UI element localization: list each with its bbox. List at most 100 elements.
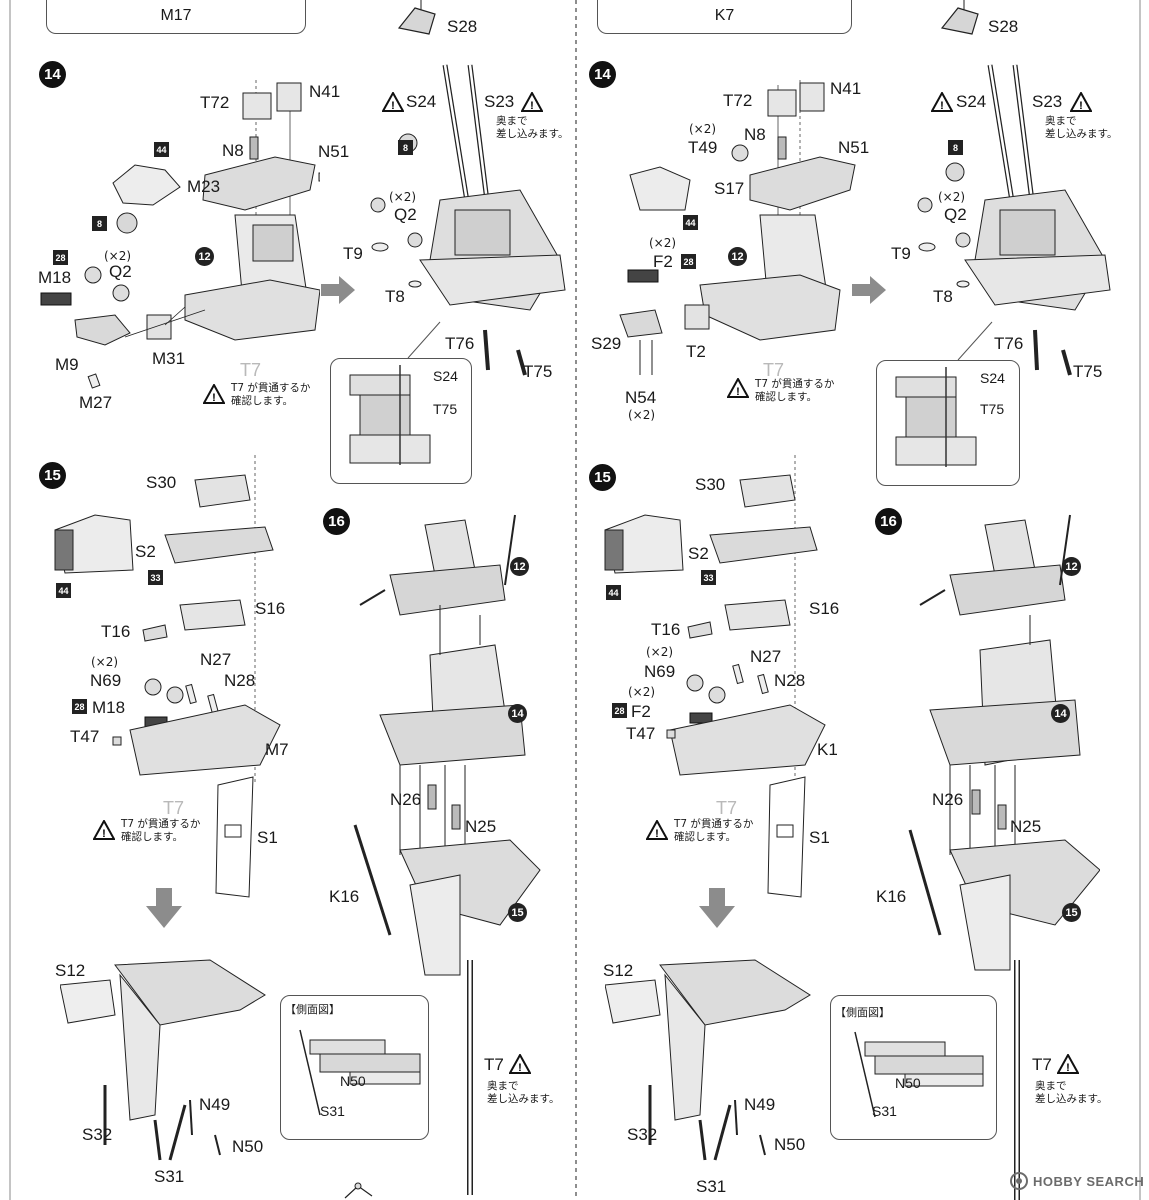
badge-color-33: 33 [148, 570, 163, 585]
label-s32: S32 [82, 1125, 113, 1144]
badge-color-33-right: 33 [701, 570, 716, 585]
badge-color-44-15-right: 44 [606, 585, 621, 600]
label-s12: S12 [55, 961, 86, 980]
label-m18-15: M18 [92, 698, 126, 717]
label-t72-right: T72 [723, 91, 753, 110]
side-label-n50-right: N50 [895, 1075, 921, 1091]
note-t7-insert-16: 奥まで 差し込みます。 [487, 1080, 560, 1106]
label-q2: Q2 [109, 262, 132, 281]
q2-qty: (×2) [104, 249, 132, 263]
label-n8-right: N8 [744, 125, 766, 144]
warning-icon: ! [1057, 1054, 1079, 1074]
step-16-badge: 16 [323, 508, 350, 535]
label-t76-right: T76 [994, 334, 1024, 353]
label-t47: T47 [70, 727, 100, 746]
side-view-drawing [299, 1029, 421, 1116]
label-t49: T49 [688, 138, 718, 157]
n69-qty: (×2) [91, 655, 119, 669]
label-n51-right: N51 [838, 138, 870, 157]
inset-label-s24: S24 [433, 368, 458, 384]
step14-result-drawing-right [917, 64, 1111, 376]
label-t7-16-right: T7 [1032, 1055, 1052, 1074]
warning-icon: ! [509, 1054, 531, 1074]
sub-step-12-badge-16-right: 12 [1062, 557, 1081, 576]
note-s23-insert-right: 奥まで 差し込みます。 [1045, 115, 1118, 141]
svg-text:!: ! [212, 392, 216, 404]
label-m18: M18 [38, 268, 72, 287]
label-s2: S2 [135, 542, 156, 561]
label-m27: M27 [79, 393, 113, 412]
label-n27: N27 [200, 650, 232, 669]
note-t7-insert-16-right: 奥まで 差し込みます。 [1035, 1080, 1108, 1106]
note-t7-check-right: T7 が貫通するか 確認します。 [755, 378, 835, 404]
badge-color-8: 8 [92, 216, 107, 231]
label-m9: M9 [55, 355, 79, 374]
badge-color-28: 28 [53, 250, 68, 265]
inset-drawing-right [895, 367, 977, 467]
label-s29: S29 [591, 334, 622, 353]
label-t8: T8 [385, 287, 405, 306]
sub-step-12-badge-right: 12 [728, 247, 747, 266]
label-m7: M7 [265, 740, 289, 759]
label-s2-right: S2 [688, 544, 709, 563]
label-t8-right: T8 [933, 287, 953, 306]
svg-text:!: ! [518, 1062, 522, 1074]
right-header-label: K7 [714, 7, 735, 24]
left-header-label: M17 [160, 7, 192, 24]
label-s1: S1 [257, 828, 278, 847]
step14-result-drawing [370, 64, 566, 376]
s1-part-drawing [215, 776, 254, 898]
note-t7-check: T7 が貫通するか 確認します。 [231, 382, 311, 408]
label-m31: M31 [152, 349, 186, 368]
badge-color-28-right: 28 [681, 254, 696, 269]
bottom-partial-drawing [344, 1182, 373, 1199]
n69-qty-right: (×2) [646, 645, 674, 659]
label-n27-right: N27 [750, 647, 782, 666]
warning-icon: ! [203, 384, 225, 404]
sub-step-15-badge-16-right: 15 [1062, 903, 1081, 922]
label-t16-right: T16 [651, 620, 681, 639]
side-label-n50: N50 [340, 1073, 366, 1089]
label-s28: S28 [447, 17, 478, 36]
note-t7-check-15: T7 が貫通するか 確認します。 [121, 818, 201, 844]
svg-text:!: ! [102, 828, 106, 840]
svg-text:!: ! [736, 386, 740, 398]
label-n69-right: N69 [644, 662, 676, 681]
q2-qty-right: (×2) [389, 190, 417, 204]
label-n28-right: N28 [774, 671, 806, 690]
step-14-badge-right: 14 [589, 61, 616, 88]
label-q2-right-half: Q2 [944, 205, 967, 224]
step16-assembly-drawing [353, 514, 541, 1195]
badge-color-44: 44 [154, 142, 169, 157]
label-t47-right: T47 [626, 724, 656, 743]
note-s23-insert: 奥まで 差し込みます。 [496, 115, 569, 141]
badge-color-8-right: 8 [948, 140, 963, 155]
label-n49: N49 [199, 1095, 231, 1114]
label-n51: N51 [318, 142, 350, 161]
note-t7-check-15-right: T7 が貫通するか 確認します。 [674, 818, 754, 844]
label-s1-right: S1 [809, 828, 830, 847]
svg-text:!: ! [1079, 100, 1083, 112]
inset-label-t75: T75 [433, 401, 458, 417]
side-view-title: 【側面図】 [285, 1003, 340, 1016]
inset-label-s24-right: S24 [980, 370, 1005, 386]
s28-part-drawing [940, 0, 979, 35]
badge-color-44-right: 44 [683, 215, 698, 230]
label-k1: K1 [817, 740, 838, 759]
svg-text:!: ! [530, 100, 534, 112]
label-n26-right: N26 [932, 790, 964, 809]
t49-qty: (×2) [689, 122, 717, 136]
step15-result-drawing [60, 959, 266, 1161]
label-n50-right: N50 [774, 1135, 806, 1154]
sub-step-12-badge-16: 12 [510, 557, 529, 576]
label-s23-right: S23 [1032, 92, 1063, 111]
label-t2: T2 [686, 342, 706, 361]
down-arrow [146, 888, 182, 928]
label-k16-right: K16 [876, 887, 907, 906]
sub-step-15-badge-16: 15 [508, 903, 527, 922]
label-t9: T9 [343, 244, 363, 263]
label-s32-right: S32 [627, 1125, 658, 1144]
label-k16: K16 [329, 887, 360, 906]
step-16-badge-right: 16 [875, 508, 902, 535]
side-view-drawing-right [854, 1031, 984, 1118]
